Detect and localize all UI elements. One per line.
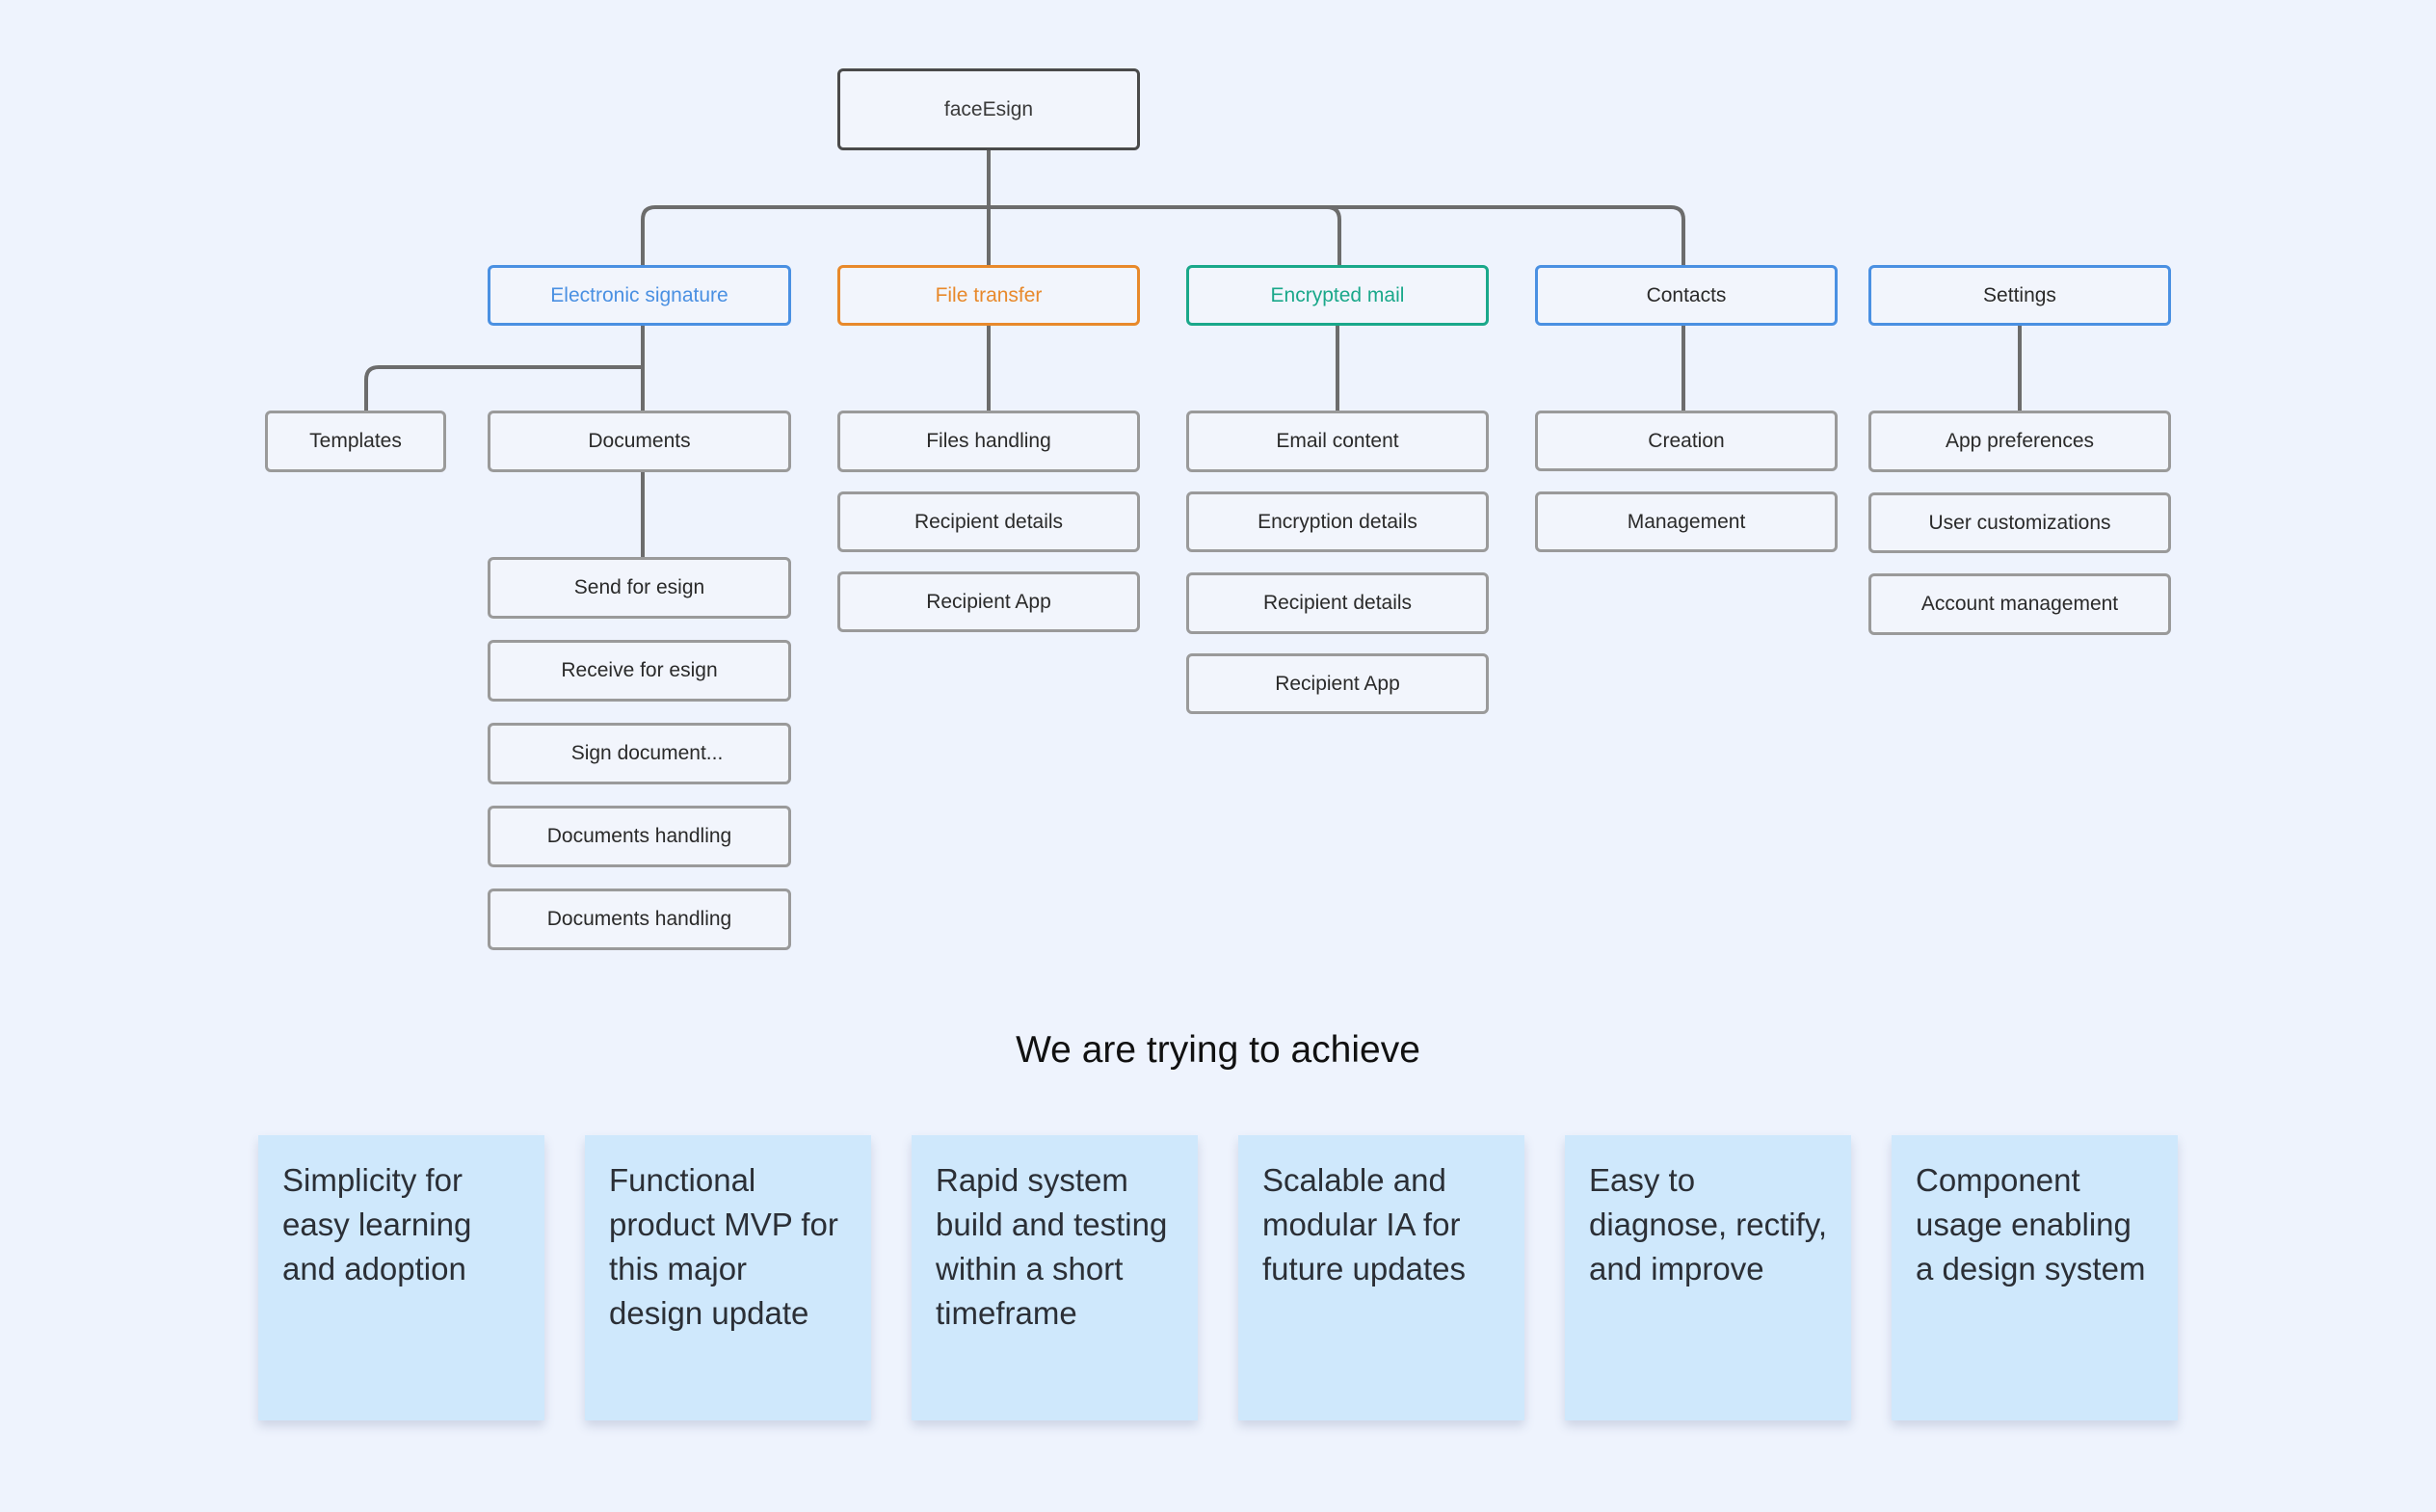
node-templates: Templates	[265, 411, 446, 472]
goal-note: Scalable and modular IA for future updat…	[1238, 1135, 1524, 1420]
goal-note: Rapid system build and testing within a …	[912, 1135, 1198, 1420]
node-encryption-details: Encryption details	[1186, 491, 1489, 552]
goal-note: Simplicity for easy learning and adoptio…	[258, 1135, 544, 1420]
node-account-management: Account management	[1868, 573, 2171, 635]
goal-note: Component usage enabling a design system	[1892, 1135, 2178, 1420]
node-em-recipient-details: Recipient details	[1186, 572, 1489, 634]
node-creation: Creation	[1535, 411, 1838, 471]
category-encrypted-mail: Encrypted mail	[1186, 265, 1489, 326]
node-email-content: Email content	[1186, 411, 1489, 472]
connector-trunk	[641, 205, 1685, 268]
node-receive-for-esign: Receive for esign	[488, 640, 791, 702]
node-user-customizations: User customizations	[1868, 492, 2171, 553]
node-ft-recipient-app: Recipient App	[837, 571, 1140, 632]
connector-encrypted-mail	[1325, 205, 1341, 268]
node-documents: Documents	[488, 411, 791, 472]
node-documents-handling-2: Documents handling	[488, 889, 791, 950]
node-ft-recipient-details: Recipient details	[837, 491, 1140, 552]
goals-title: We are trying to achieve	[1016, 1029, 1420, 1071]
node-sign-document: Sign document...	[488, 723, 791, 784]
category-file-transfer: File transfer	[837, 265, 1140, 326]
category-settings: Settings	[1868, 265, 2171, 326]
root-node: faceEsign	[837, 68, 1140, 150]
node-documents-handling: Documents handling	[488, 806, 791, 867]
category-contacts: Contacts	[1535, 265, 1838, 326]
node-files-handling: Files handling	[837, 411, 1140, 472]
category-electronic-signature: Electronic signature	[488, 265, 791, 326]
goal-note: Easy to diagnose, rectify, and improve	[1565, 1135, 1851, 1420]
node-management: Management	[1535, 491, 1838, 552]
connector-templates	[364, 365, 645, 413]
goal-note: Functional product MVP for this major de…	[585, 1135, 871, 1420]
node-em-recipient-app: Recipient App	[1186, 653, 1489, 714]
node-app-preferences: App preferences	[1868, 411, 2171, 472]
node-send-for-esign: Send for esign	[488, 557, 791, 619]
